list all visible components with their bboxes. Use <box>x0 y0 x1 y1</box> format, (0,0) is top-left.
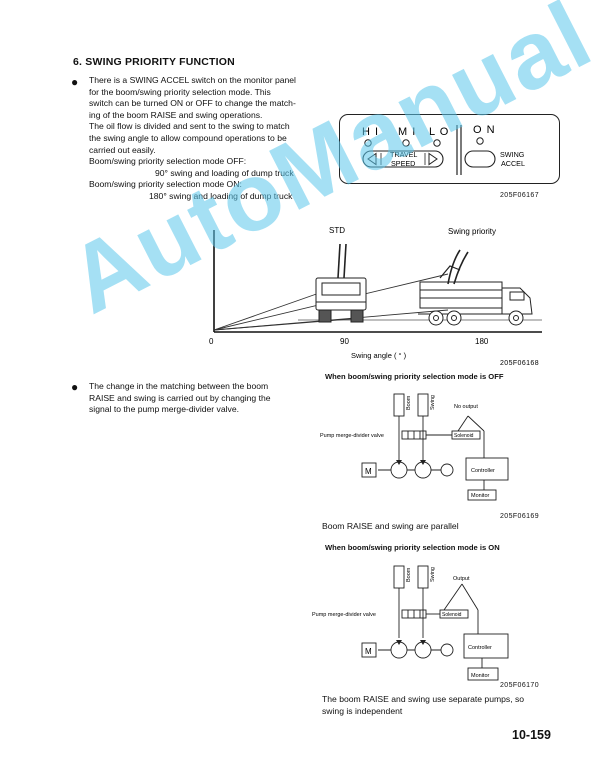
hi-label: H I <box>362 126 379 138</box>
tick-90: 90 <box>340 337 349 346</box>
x-axis-label: Swing angle ( ° ) <box>351 351 407 360</box>
page-number: 10-159 <box>512 728 551 742</box>
paragraph-2: The change in the matching between the b… <box>89 381 271 416</box>
speed-label: SPEED <box>391 159 415 168</box>
std-label: STD <box>329 226 345 235</box>
pump-arrow-icon <box>396 460 402 465</box>
triangle-right-icon[interactable] <box>428 152 438 166</box>
monitor-label: Monitor <box>471 493 490 499</box>
solenoid-label: Solenoid <box>454 433 474 439</box>
hydraulic-diagram-off: Boom Swing No output Pump merge-divider … <box>320 393 509 501</box>
swing-label: Swing <box>430 395 436 410</box>
paragraph-1: There is a SWING ACCEL switch on the mon… <box>89 75 296 203</box>
para2-line: RAISE and swing is carried out by changi… <box>89 392 271 403</box>
travel-speed-switch[interactable] <box>362 150 444 168</box>
triangle-left-icon[interactable] <box>367 152 377 166</box>
caption-line: swing is independent <box>322 706 403 716</box>
pump-arrow-icon <box>396 640 402 645</box>
diagram-off-heading: When boom/swing priority selection mode … <box>325 372 504 381</box>
section-title: 6. SWING PRIORITY FUNCTION <box>73 56 235 68</box>
hydraulic-diagram-on: Boom Swing Output Pump merge-divider val… <box>312 565 509 681</box>
pump-arrow-icon <box>420 460 426 465</box>
mi-label: M I <box>398 126 416 138</box>
figure-number: 205F06167 <box>500 192 540 199</box>
diagram-on-caption: The boom RAISE and swing use separate pu… <box>322 693 524 717</box>
para1-line: 180° swing and loading of dump truck <box>149 190 293 201</box>
boom-label: Boom <box>406 395 412 410</box>
controller-label: Controller <box>468 645 492 651</box>
hi-lamp-icon <box>364 139 372 147</box>
monitor-panel: H I M I L O O N TRAVEL SPEED SWING ACCEL <box>339 114 560 184</box>
para1-line: Boom/swing priority selection mode ON: <box>89 179 242 190</box>
bullet-2: ● <box>71 380 79 394</box>
dump-truck-side-icon <box>418 249 533 326</box>
valve-label: Pump merge-divider valve <box>320 433 384 439</box>
swing-priority-label: Swing priority <box>448 227 496 236</box>
valve-label: Pump merge-divider valve <box>312 612 376 618</box>
on-label: O N <box>473 124 496 136</box>
pump-arrow-icon <box>420 640 426 645</box>
boom-label: Boom <box>406 567 412 582</box>
para1-line: There is a SWING ACCEL switch on the mon… <box>89 75 296 85</box>
para1-line: carried out easily. <box>89 144 156 155</box>
travel-label: TRAVEL <box>390 150 417 159</box>
lo-lamp-icon <box>433 139 441 147</box>
controller-label: Controller <box>471 468 495 474</box>
para1-line: the swing angle to allow compound operat… <box>89 132 287 143</box>
monitor-label: Monitor <box>471 673 490 679</box>
swing-label: SWING <box>500 150 525 159</box>
diagram-off-caption: Boom RAISE and swing are parallel <box>322 521 459 531</box>
monitor-panel-drawing: H I M I L O O N TRAVEL SPEED SWING ACCEL <box>362 124 525 175</box>
para1-line: ing of the boom RAISE and swing operatio… <box>89 109 263 120</box>
para1-line: for the boom/swing priority selection mo… <box>89 86 271 97</box>
solenoid-label: Solenoid <box>442 612 462 618</box>
para1-line: Boom/swing priority selection mode OFF: <box>89 156 247 167</box>
output-label: No output <box>454 404 478 410</box>
dump-truck-rear-icon <box>315 243 367 323</box>
figure-number: 205F06168 <box>500 360 539 367</box>
swing-accel-switch[interactable] <box>464 150 496 168</box>
para1-line: switch can be turned ON or OFF to change… <box>89 98 296 109</box>
diagram-on-heading: When boom/swing priority selection mode … <box>325 543 500 552</box>
motor-label: M <box>365 647 372 656</box>
accel-label: ACCEL <box>501 159 525 168</box>
tick-0: 0 <box>209 337 214 346</box>
bullet-1: ● <box>71 75 79 89</box>
motor-label: M <box>365 467 372 476</box>
on-lamp-icon <box>476 137 484 145</box>
mi-lamp-icon <box>402 139 410 147</box>
para1-line: 90° swing and loading of dump truck <box>155 167 294 178</box>
figure-number: 205F06170 <box>500 682 540 689</box>
swing-label: Swing <box>430 567 436 582</box>
tick-180: 180 <box>475 337 489 346</box>
caption-line: The boom RAISE and swing use separate pu… <box>322 694 525 704</box>
para1-line: The oil flow is divided and sent to the … <box>89 121 290 132</box>
para2-line: The change in the matching between the b… <box>89 381 269 391</box>
figure-number: 205F06169 <box>500 513 540 520</box>
swing-angle-figure: STD Swing priority 0 90 180 Swing angle … <box>209 226 542 367</box>
lo-label: L O <box>429 126 449 138</box>
output-label: Output <box>453 576 470 582</box>
para2-line: signal to the pump merge-divider valve. <box>89 404 239 415</box>
